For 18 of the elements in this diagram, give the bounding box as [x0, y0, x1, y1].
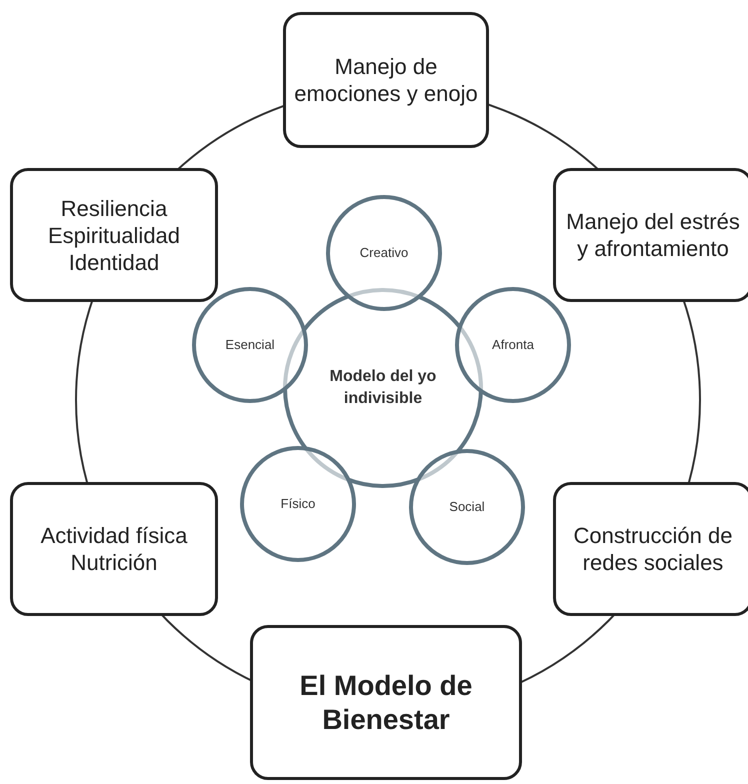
- node-label: Manejo del estrés y afrontamiento: [565, 208, 741, 262]
- rounded-box: [10, 168, 218, 302]
- node-label: Social: [448, 499, 486, 515]
- node-label: Manejo de emociones y enojo: [293, 53, 479, 107]
- node-label: Actividad física Nutrición: [40, 522, 188, 576]
- node-label: Afronta: [491, 337, 535, 353]
- rounded-box: [553, 482, 748, 616]
- rounded-box: [283, 12, 489, 148]
- rounded-box: [553, 168, 748, 302]
- node-label: Construcción de redes sociales: [572, 522, 734, 576]
- node-label: Esencial: [224, 337, 276, 353]
- rounded-box: [10, 482, 218, 616]
- node-label: El Modelo de Bienestar: [298, 668, 474, 736]
- node-label: Resiliencia Espiritualidad Identidad: [46, 194, 182, 276]
- node-label: Físico: [280, 496, 316, 512]
- title-box: [250, 625, 522, 780]
- node-label: Creativo: [358, 245, 410, 261]
- node-label: Modelo del yo indivisible: [328, 367, 438, 409]
